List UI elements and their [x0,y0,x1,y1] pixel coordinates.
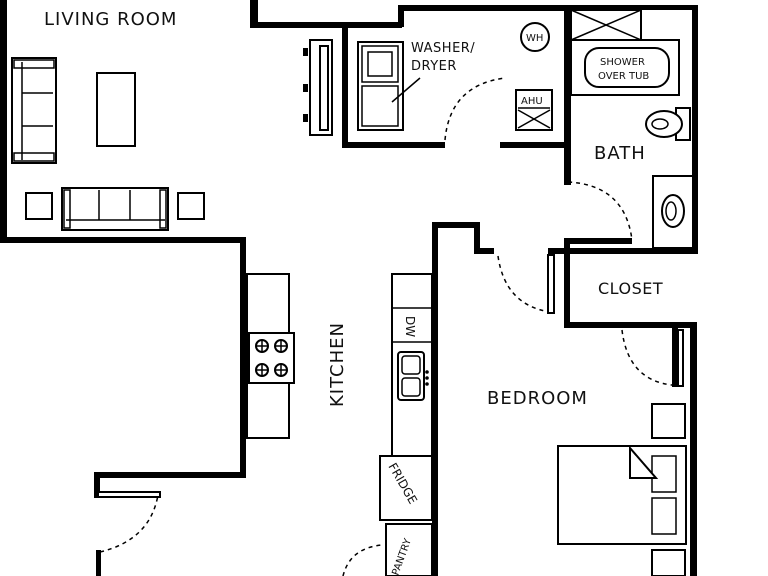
bedroom-furniture [557,403,687,576]
label-washer: WASHER/ [411,41,475,56]
label-dishwasher: DW [403,316,417,337]
kitchen-fixtures [246,273,433,576]
label-bath: BATH [594,143,646,164]
label-shower: SHOWER [600,57,645,68]
label-over-tub: OVER TUB [598,71,649,82]
label-water-heater: WH [526,33,543,44]
labels: LIVING ROOM BATH CLOSET BEDROOM KITCHEN … [44,9,663,576]
label-closet: CLOSET [598,279,663,298]
bath-fixtures [570,9,694,249]
label-dryer: DRYER [411,59,457,74]
label-kitchen: KITCHEN [327,322,348,407]
living-room-furniture [11,39,333,231]
label-ahu: AHU [521,96,543,107]
laundry-fixtures [357,22,553,131]
label-living-room: LIVING ROOM [44,9,177,30]
label-bedroom: BEDROOM [487,388,588,409]
doors [97,77,684,576]
